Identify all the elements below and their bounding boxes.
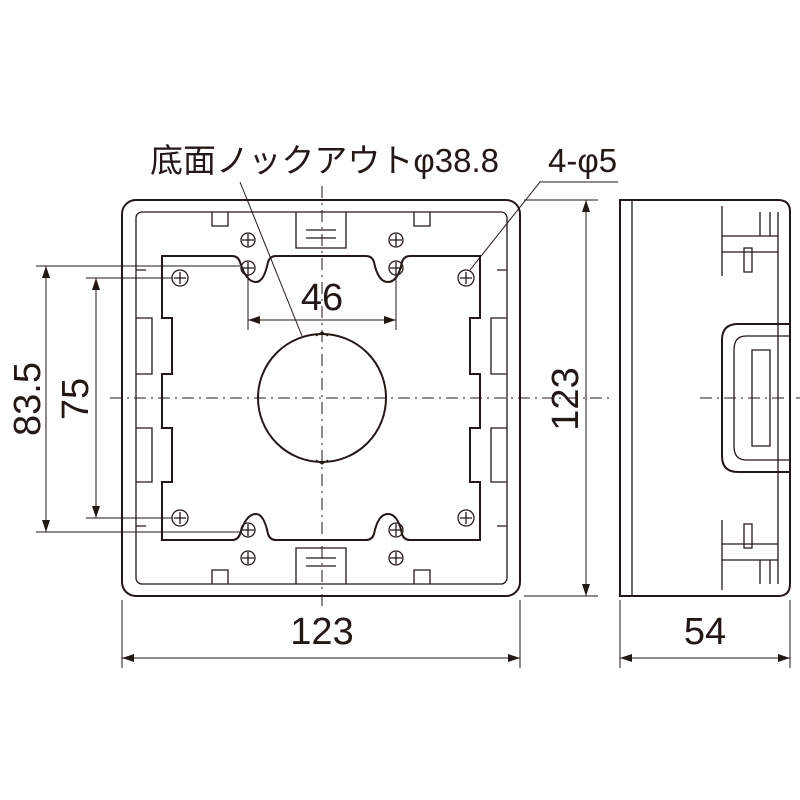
dim-label-depth-54: 54 — [684, 611, 726, 653]
hole-leader — [469, 181, 618, 271]
ear-hole — [388, 260, 404, 276]
ear-hole — [388, 522, 404, 538]
screw-hole — [171, 269, 189, 287]
hole-note: 4-φ5 — [548, 142, 617, 179]
side-bottom-clip — [721, 520, 778, 590]
ear-hole — [240, 260, 256, 276]
side-mid-bracket — [721, 323, 790, 473]
dim-label-83.5: 83.5 — [7, 362, 49, 436]
knockout-leader — [239, 181, 303, 337]
screw-hole — [171, 509, 189, 527]
ear-hole — [388, 232, 404, 248]
front-view — [110, 186, 610, 610]
knockout-note: 底面ノックアウトφ38.8 — [150, 142, 499, 179]
knockout-circle — [257, 333, 387, 463]
ear-hole — [388, 550, 404, 566]
side-top-clip — [721, 206, 778, 276]
right-rib-detail — [490, 269, 507, 527]
side-outer-outline — [619, 199, 791, 597]
ear-hole — [240, 550, 256, 566]
bottom-rib-detail — [211, 547, 431, 584]
ear-hole — [240, 522, 256, 538]
top-rib-detail — [211, 212, 431, 249]
screw-hole — [457, 509, 475, 527]
labels: 底面ノックアウトφ38.8 4-φ5 46 83.5 75 123 123 54 — [7, 142, 726, 653]
left-rib-detail — [136, 269, 153, 527]
screw-hole — [457, 269, 475, 287]
side-view — [619, 199, 800, 597]
ear-hole — [240, 232, 256, 248]
dim-label-side-123: 123 — [545, 367, 587, 430]
dim-label-46: 46 — [301, 277, 343, 319]
dimensions — [36, 181, 791, 668]
dim-label-width-123: 123 — [290, 611, 353, 653]
dim-label-75: 75 — [55, 378, 97, 420]
front-recess-outline — [161, 255, 481, 541]
